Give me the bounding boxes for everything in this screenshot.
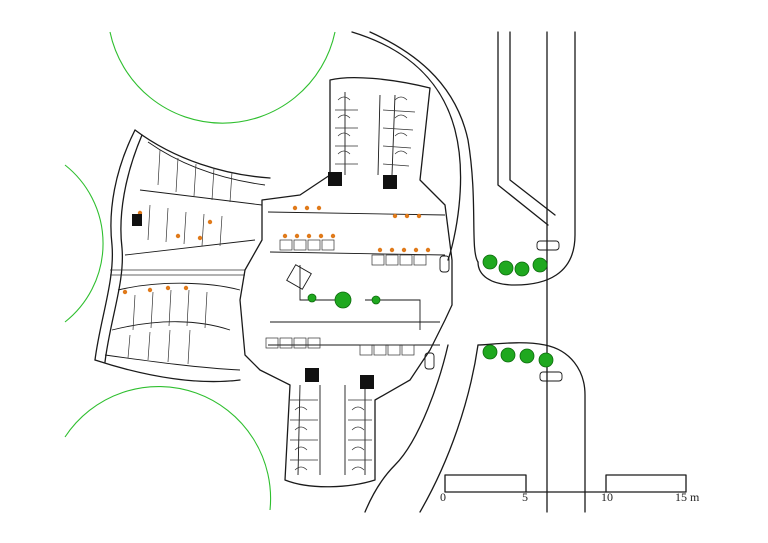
central-hall (122, 77, 453, 488)
wc-stalls-bottom (132, 214, 374, 476)
scale-bar: 0 5 10 15 m (440, 474, 700, 504)
scale-label-5: 5 (522, 490, 528, 504)
scale-label-0: 0 (440, 490, 446, 504)
tree-icon (307, 293, 317, 303)
building-left-wing (94, 129, 271, 383)
scale-label-15m: 15 m (675, 490, 700, 504)
street-trees (482, 254, 554, 368)
landscape-circles (64, 31, 336, 511)
central-planters (307, 291, 381, 309)
road-outline (351, 31, 586, 513)
scale-label-10: 10 (601, 490, 613, 504)
car-icon (424, 240, 563, 382)
tree-icon (334, 291, 352, 309)
tree-icon (371, 295, 381, 305)
wc-stalls-top (328, 92, 416, 189)
